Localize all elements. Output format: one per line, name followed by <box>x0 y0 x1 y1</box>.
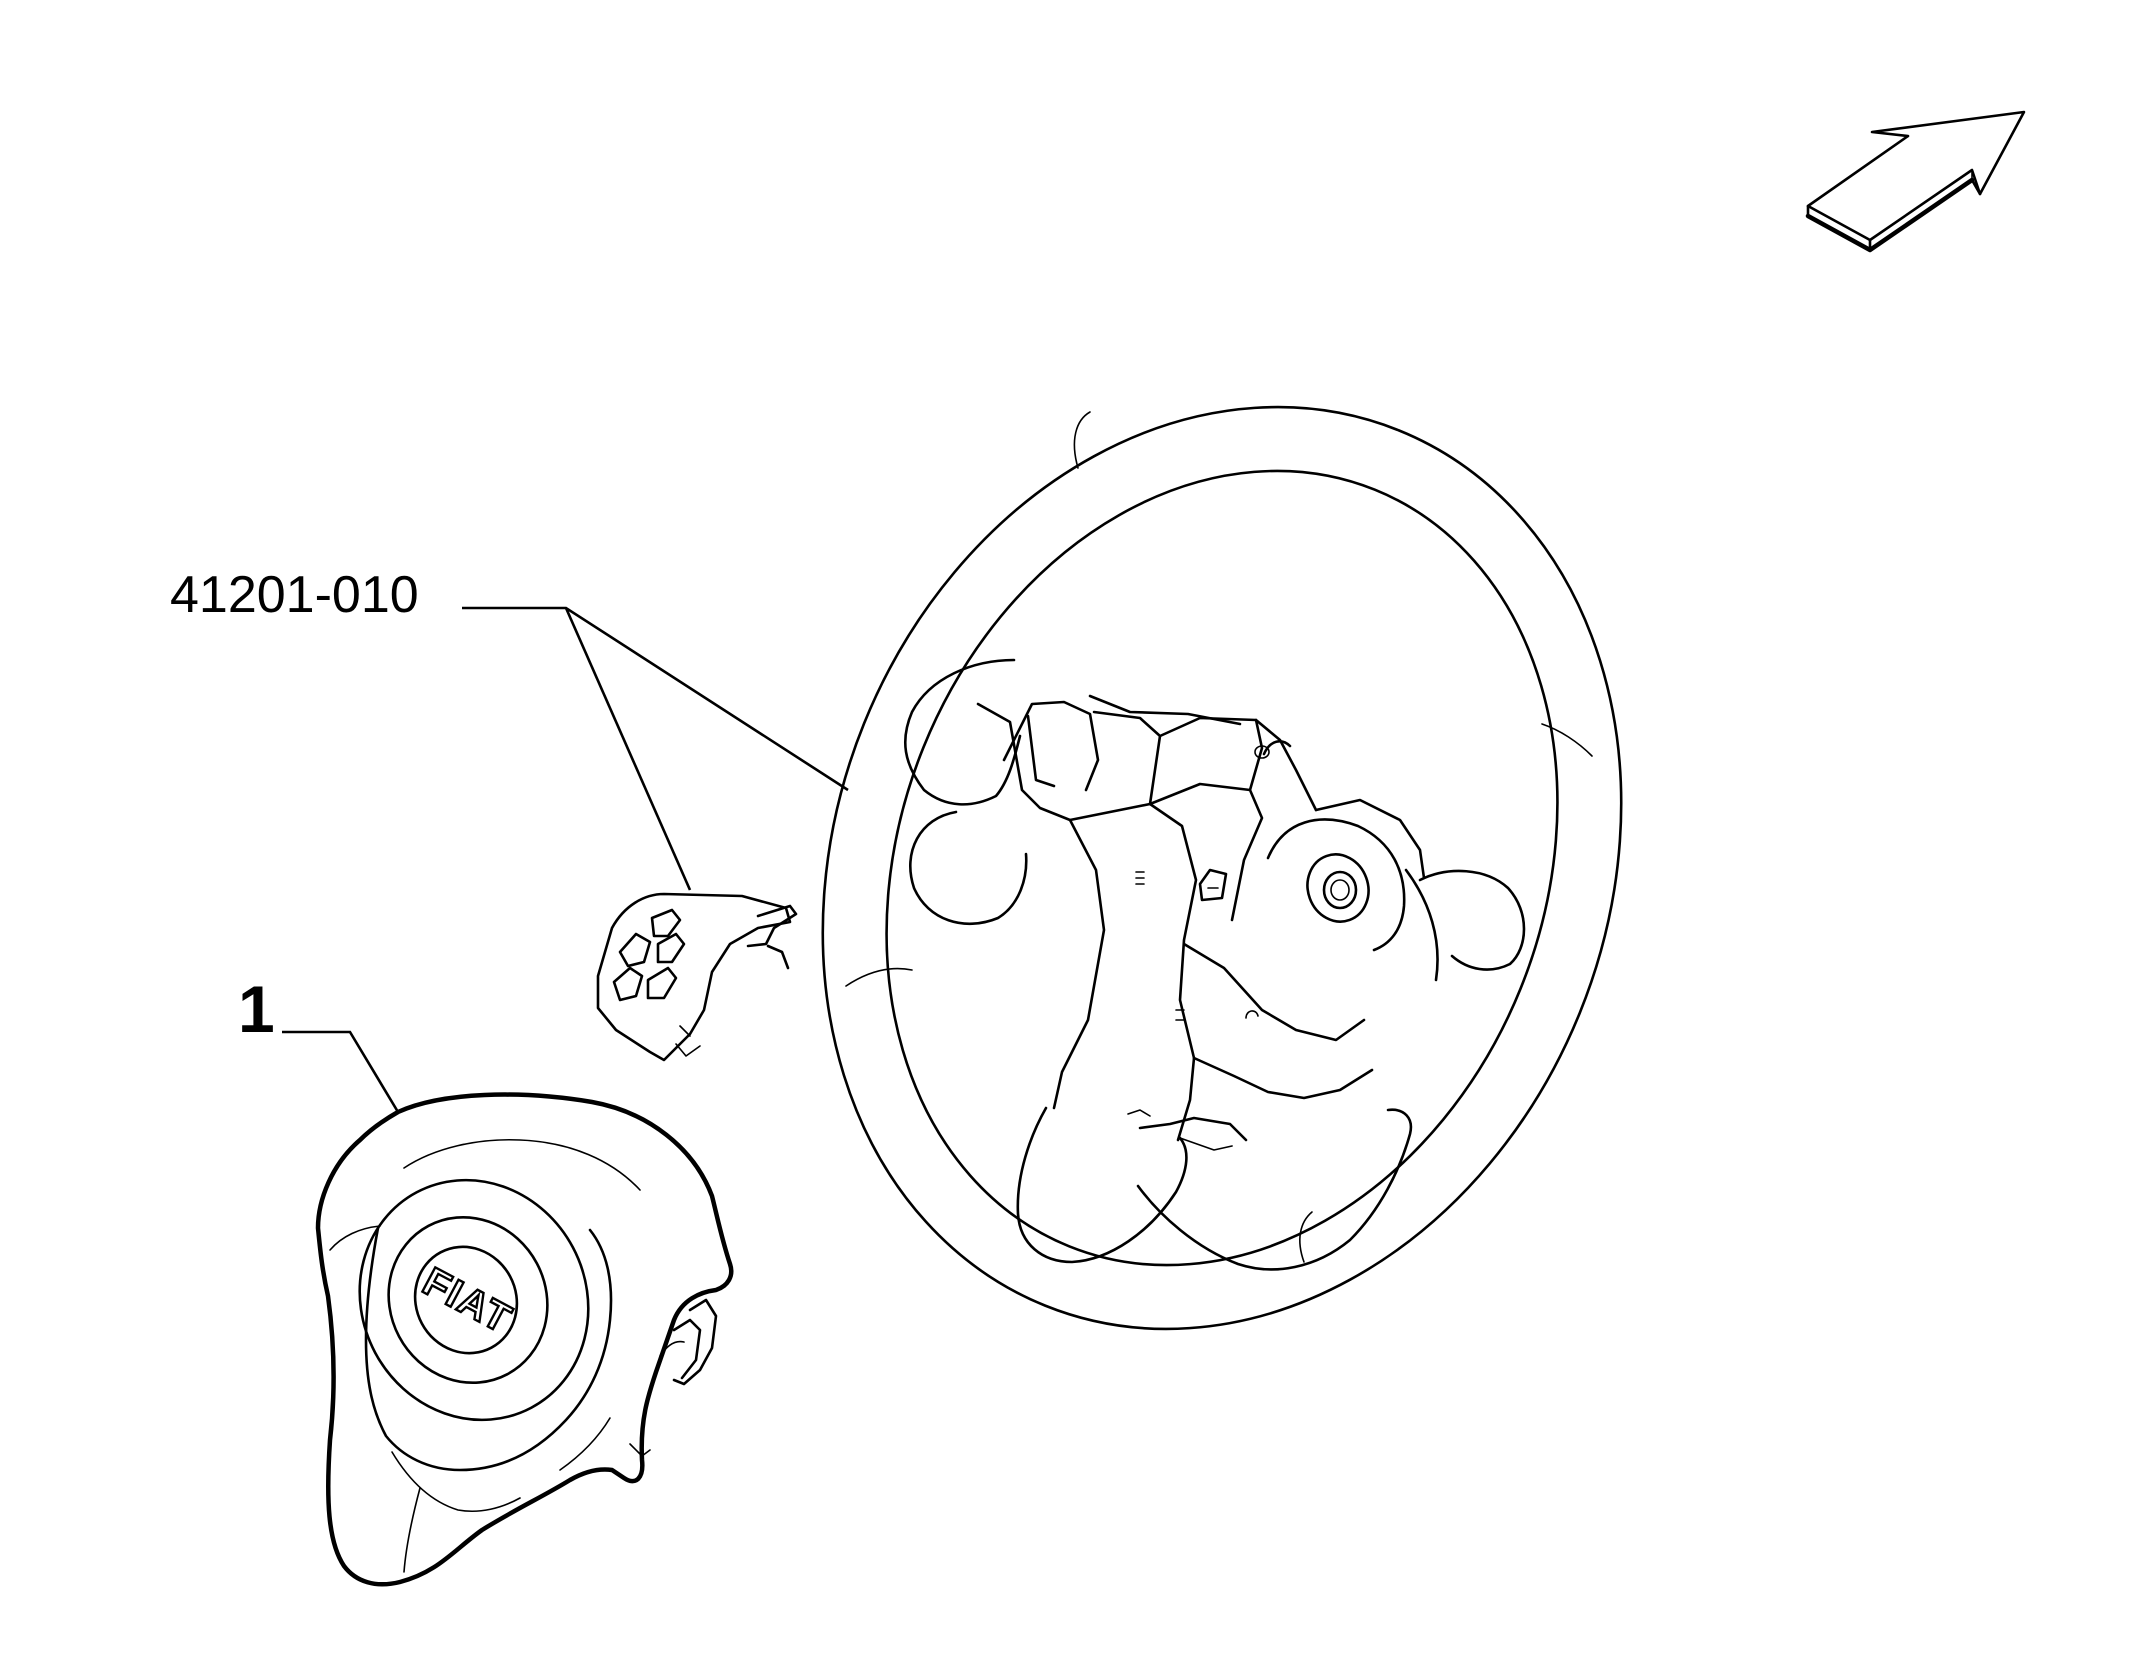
steering-wheel-callout: 41201-010 <box>170 566 849 891</box>
airbag-position-number: 1 <box>238 972 275 1046</box>
steering-wheel-part-number: 41201-010 <box>170 566 419 624</box>
fiat-logo: FIAT <box>416 1259 520 1342</box>
driver-airbag-module <box>315 1092 734 1587</box>
airbag-leader-line <box>282 1030 400 1113</box>
direction-arrow-icon <box>1805 110 2026 253</box>
switch-module-leader-line <box>564 607 692 891</box>
steering-wheel <box>821 405 1623 1331</box>
airbag-callout: 1 <box>238 972 400 1113</box>
steering-wheel-leader-line <box>462 606 849 792</box>
steering-switch-module <box>596 892 798 1062</box>
